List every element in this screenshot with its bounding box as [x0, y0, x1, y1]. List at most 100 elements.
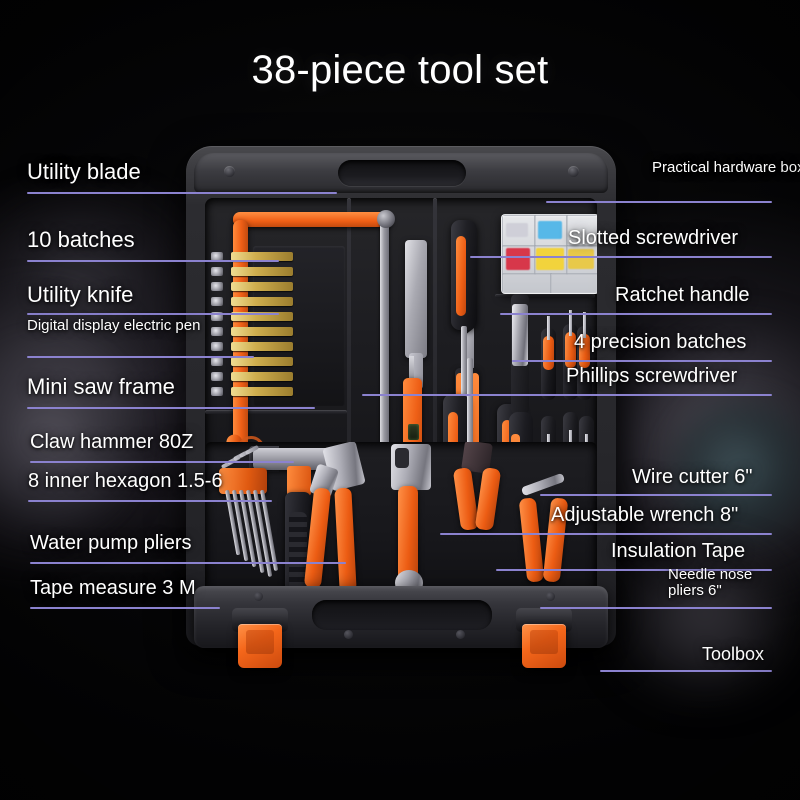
water-pump-pliers-handle [334, 487, 357, 593]
leader-line-claw-hammer [30, 461, 294, 463]
callout-label-text: Mini saw frame [27, 374, 175, 399]
mini-saw-frame-top [233, 212, 393, 227]
tray-divider [205, 410, 347, 414]
hardware-box-contents [506, 223, 528, 237]
callout-label-text: Slotted screwdriver [568, 227, 739, 249]
callout-mini-saw-frame: Mini saw frame [27, 375, 175, 399]
case-latch-right[interactable] [522, 624, 566, 668]
bit-socket [211, 267, 223, 276]
leader-line-toolbox [600, 670, 772, 672]
leader-line-tape-measure [30, 607, 220, 609]
callout-label-text: 4 precision batches [574, 331, 747, 353]
callout-label-text: Adjustable wrench 8" [551, 504, 739, 526]
leader-line-wire-cutter [540, 494, 772, 496]
callout-label-text: Digital display electric pen [27, 317, 201, 334]
callout-toolbox: Toolbox [702, 644, 764, 664]
hardware-box-cell [502, 273, 552, 293]
bit-socket [211, 342, 223, 351]
case-handle [338, 160, 466, 186]
slotted-screwdriver-grip [456, 236, 466, 316]
leader-line-needle-nose-pliers [540, 607, 772, 609]
saw-blade [380, 220, 389, 468]
callout-label-text: Needle nose pliers 6" [668, 566, 753, 600]
bit-piece [231, 342, 293, 351]
leader-line-water-pump-pliers [30, 562, 346, 564]
tray-divider [495, 294, 595, 298]
bit-socket [211, 297, 223, 306]
bit-socket [211, 357, 223, 366]
case-lower-tray: S U N U P [205, 442, 597, 602]
callout-utility-knife: Utility knife [27, 283, 133, 307]
bit-socket [211, 282, 223, 291]
adjustable-wrench-opening [395, 448, 409, 468]
case-latch-left[interactable] [238, 624, 282, 668]
callout-insulation-tape: Insulation Tape [611, 540, 746, 563]
leader-line-digital-display-pen [27, 356, 254, 358]
callout-label-text: Ratchet handle [615, 284, 750, 306]
hardware-box-contents [506, 248, 530, 270]
callout-label-text: 8 inner hexagon 1.5-6 [28, 470, 223, 492]
leader-line-adjustable-wrench [440, 533, 772, 535]
saw-tension-knob [377, 210, 395, 228]
adjustable-wrench-handle [398, 486, 418, 582]
callout-label-text: Tape measure 3 M [30, 577, 196, 599]
leader-line-phillips-screwdriver [362, 394, 772, 396]
callout-utility-blade: Utility blade [27, 160, 141, 184]
case-screw [224, 166, 235, 177]
practical-hardware-box [501, 214, 597, 294]
callout-water-pump-pliers: Water pump pliers [30, 532, 192, 555]
bit-piece [231, 282, 293, 291]
bit-socket [211, 372, 223, 381]
precision-screwdriver-grip [543, 336, 554, 370]
callout-label-text: Water pump pliers [30, 532, 192, 554]
callout-slotted-screwdriver: Slotted screwdriver [568, 227, 739, 250]
hardware-box-cell [550, 273, 597, 293]
callout-inner-hexagon: 8 inner hexagon 1.5-6 [28, 470, 223, 493]
callout-ratchet-handle: Ratchet handle [615, 284, 750, 307]
callout-label-text: Claw hammer 80Z [30, 431, 194, 453]
callout-label-text: 10 batches [27, 227, 135, 252]
leader-line-utility-knife [27, 313, 279, 315]
callout-label-text: Insulation Tape [611, 540, 746, 562]
callout-ten-batches: 10 batches [27, 228, 135, 252]
callout-phillips-screwdriver: Phillips screwdriver [566, 365, 737, 388]
test-pen-display [408, 424, 419, 440]
needle-nose-pliers-nose [520, 472, 566, 497]
bit-piece [231, 327, 293, 336]
leader-line-ten-batches [27, 260, 279, 262]
case-rivet [546, 592, 555, 601]
leader-line-utility-blade [27, 192, 337, 194]
callout-claw-hammer: Claw hammer 80Z [30, 431, 194, 454]
case-rivet [456, 630, 465, 639]
callout-label-text: Wire cutter 6" [632, 466, 753, 488]
wire-cutter-handle [474, 467, 502, 531]
utility-blade [405, 240, 427, 358]
leader-line-precision-batches [512, 360, 772, 362]
leader-line-mini-saw-frame [27, 407, 315, 409]
callout-digital-display-pen: Digital display electric pen [27, 317, 227, 334]
leader-line-slotted-screwdriver [470, 256, 772, 258]
case-front-recess [312, 600, 492, 630]
precision-screwdriver-shaft [547, 316, 550, 340]
bit-piece [231, 297, 293, 306]
latch-inner [246, 630, 274, 654]
leader-line-practical-hardware-box [546, 201, 772, 203]
case-rivet [254, 592, 263, 601]
bit-piece [231, 372, 293, 381]
bit-piece [231, 267, 293, 276]
callout-needle-nose-pliers: Needle nose pliers 6" [668, 566, 778, 600]
bit-piece [231, 357, 293, 366]
case-screw [568, 166, 579, 177]
leader-line-ratchet-handle [500, 313, 772, 315]
callout-practical-hardware-box: Practical hardware box [652, 159, 800, 176]
callout-label-text: Utility knife [27, 282, 134, 307]
callout-adjustable-wrench: Adjustable wrench 8" [551, 504, 739, 527]
hardware-box-contents [536, 248, 564, 270]
page-title: 38-piece tool set [251, 48, 549, 92]
hardware-box-contents [568, 249, 594, 269]
callout-label-text: Practical hardware box [652, 159, 800, 176]
hardware-box-contents [538, 221, 562, 239]
callout-wire-cutter: Wire cutter 6" [632, 466, 753, 489]
latch-inner [530, 630, 558, 654]
